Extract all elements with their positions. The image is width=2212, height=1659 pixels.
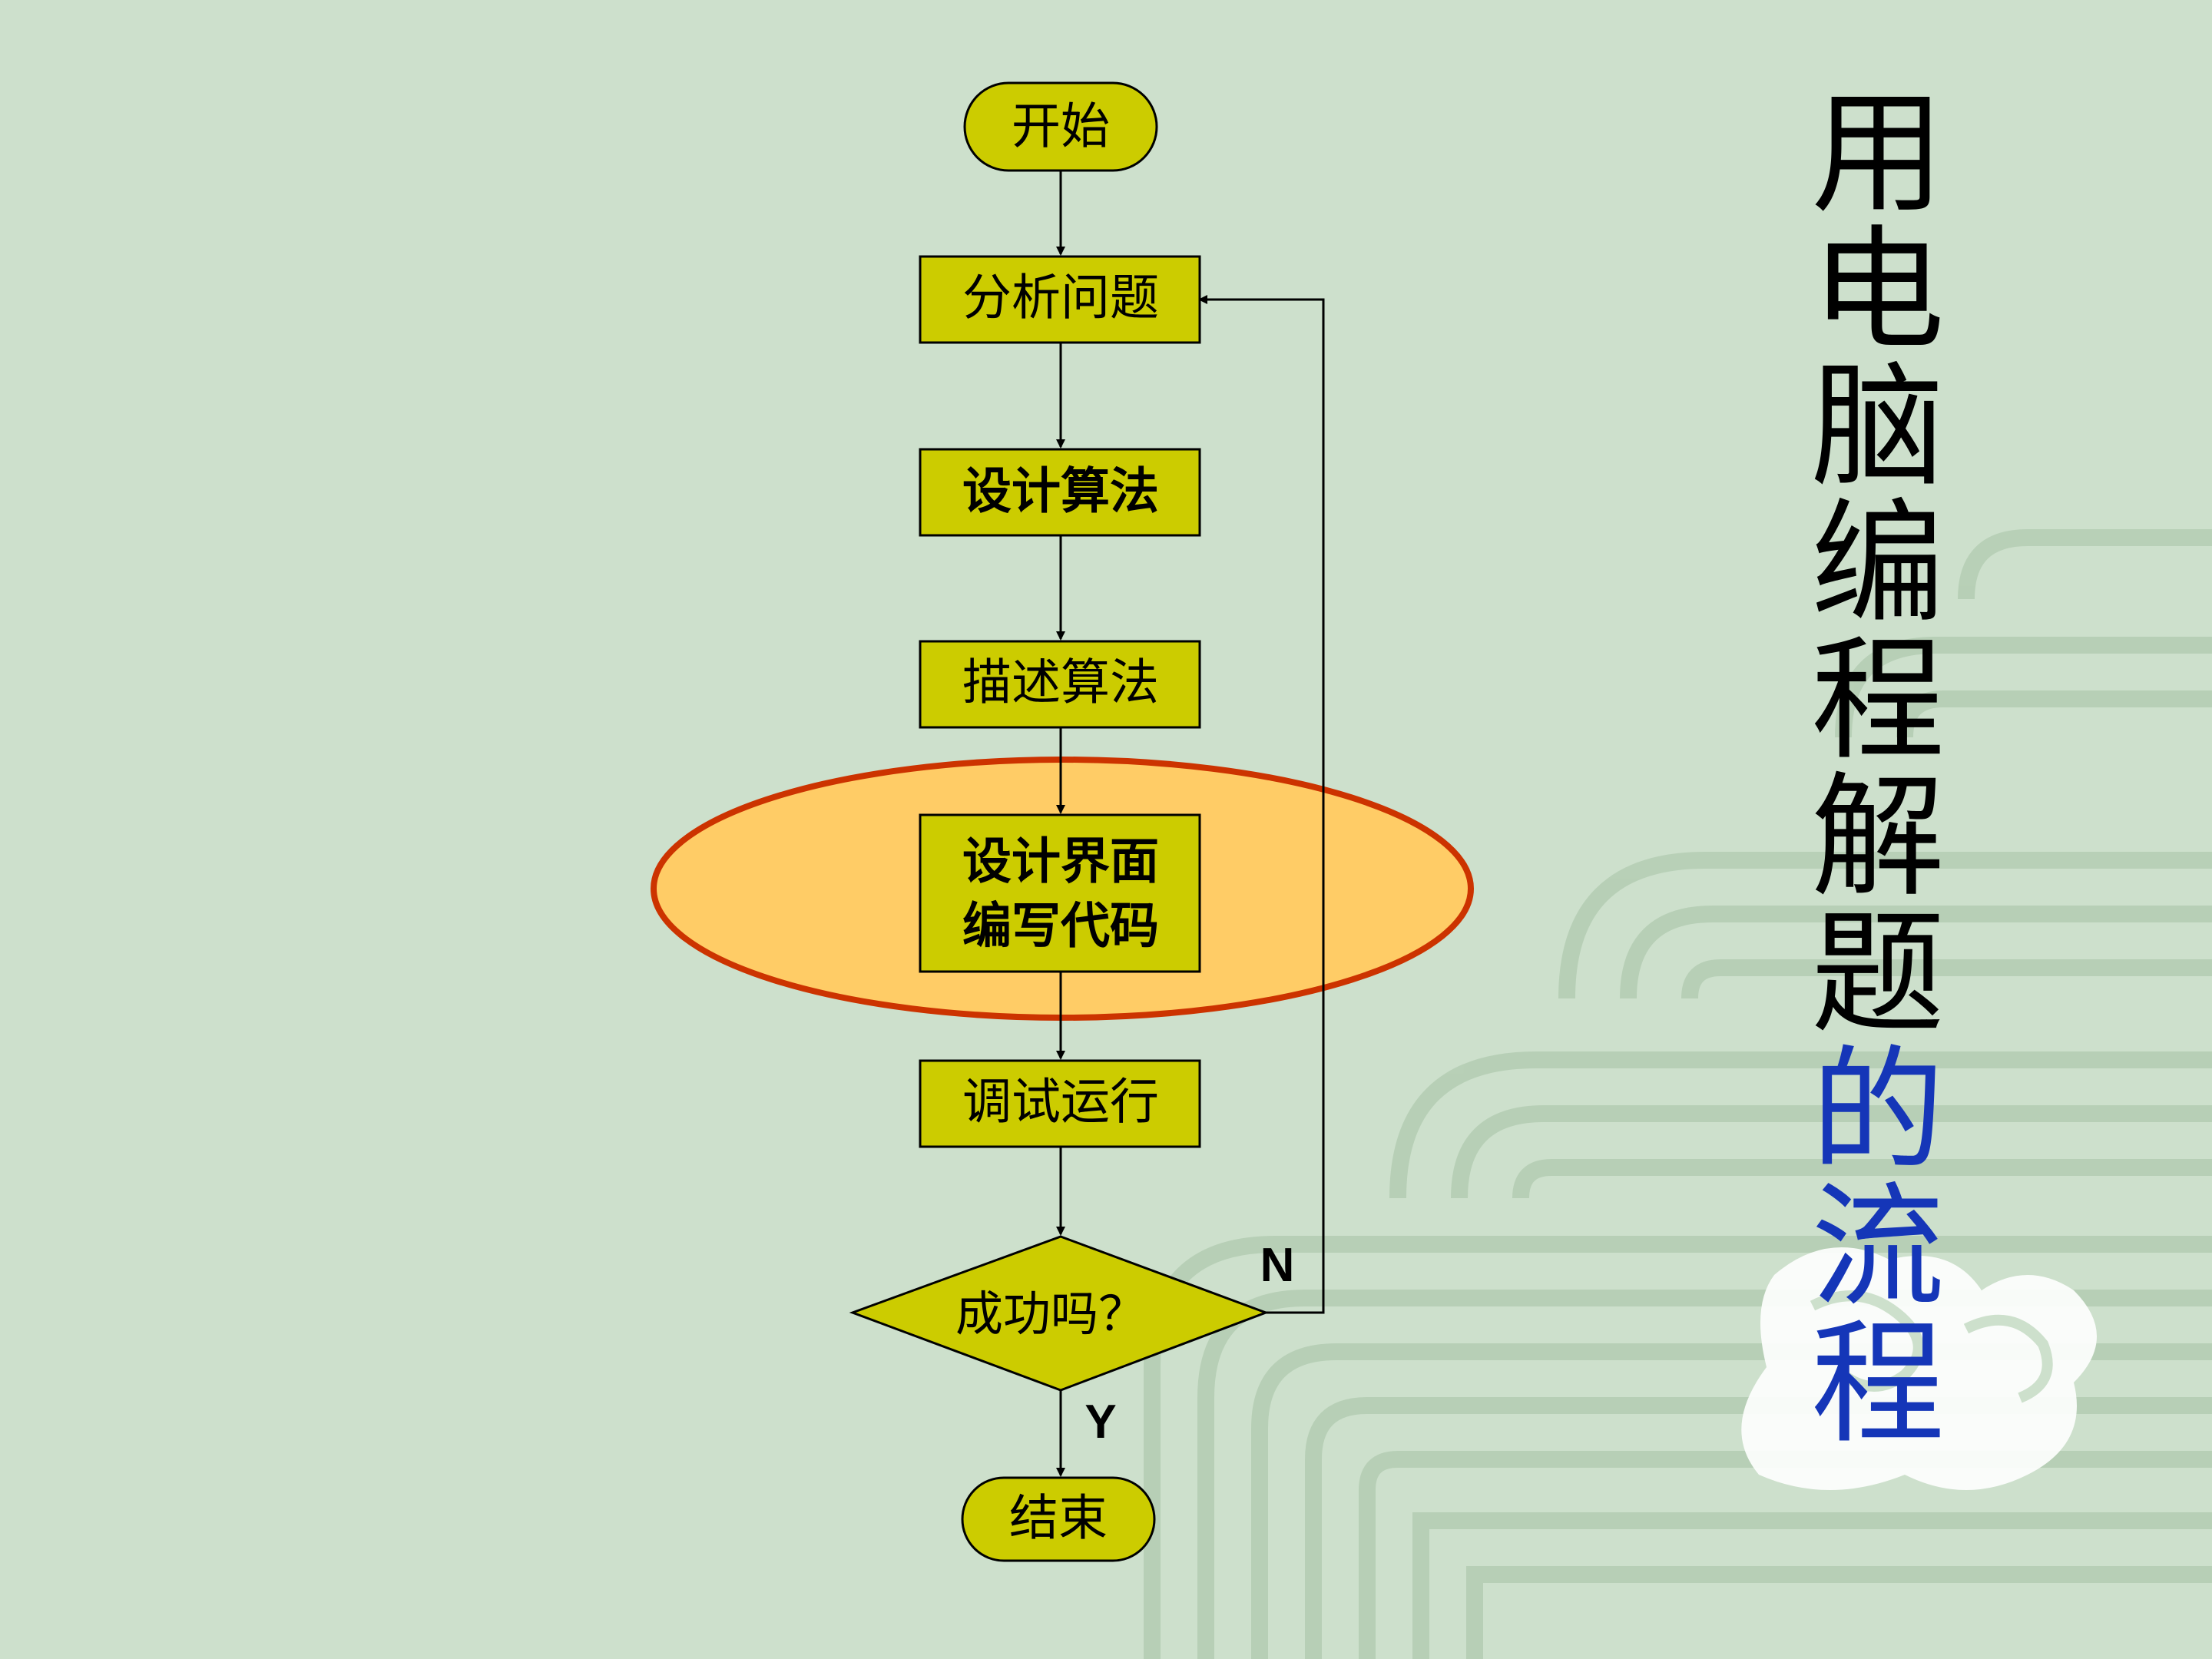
title-char: 电 [1810,213,1945,369]
start-node: 开始 [963,81,1158,172]
analyze-label: 分析问题 [962,270,1159,327]
yes-branch-label: Y [1084,1396,1116,1449]
title-char: 解 [1810,760,1945,916]
decision-label: 成功吗？ [955,1286,1146,1342]
design-ui-label-line2: 编写代码 [962,899,1159,955]
debug-run-node: 调试运行 [919,1059,1201,1148]
design-ui-node: 设计界面 编写代码 [919,813,1201,973]
debug-run-label: 调试运行 [962,1075,1159,1131]
title-char: 用 [1810,76,1945,232]
cloud-ornament [1741,1247,2097,1490]
design-algorithm-label: 设计算法 [962,464,1159,521]
start-label: 开始 [1012,99,1110,156]
analyze-node: 分析问题 [919,255,1201,344]
background-watermark [1144,529,2212,1659]
vertical-title: 用电脑编程解题的流程 [1801,86,1955,1453]
title-char: 程 [1810,1306,1945,1462]
decision-node: 成功吗？ [849,1235,1270,1392]
title-char: 流 [1810,1170,1945,1326]
title-char: 题 [1810,896,1945,1052]
end-node: 结束 [961,1476,1156,1562]
title-char: 编 [1810,486,1945,642]
design-ui-label-line1: 设计界面 [962,834,1159,891]
describe-algorithm-label: 描述算法 [962,655,1159,712]
design-algorithm-node: 设计算法 [919,448,1201,537]
connectors [1056,171,1325,1477]
describe-algorithm-node: 描述算法 [919,640,1201,729]
title-char: 的 [1810,1033,1945,1189]
no-branch-label: N [1260,1239,1295,1292]
end-label: 结束 [1009,1491,1108,1548]
title-char: 脑 [1810,349,1945,505]
title-char: 程 [1810,623,1945,779]
